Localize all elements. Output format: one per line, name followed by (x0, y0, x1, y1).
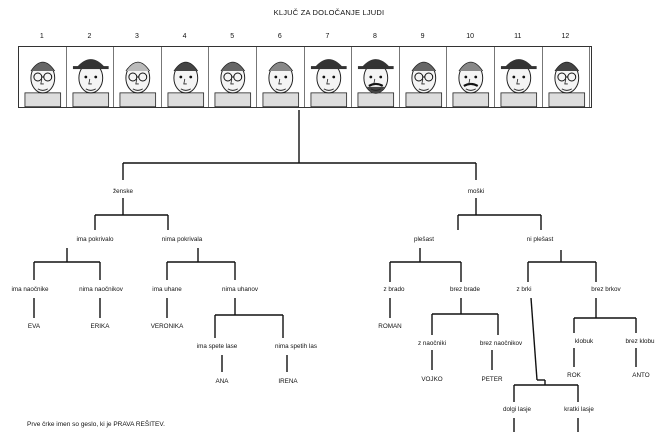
node-brez-naocnikov: brez naočnikov (479, 340, 523, 347)
portrait-strip (18, 46, 592, 108)
man-with-glasses-icon (209, 47, 257, 107)
node-nima-pokrivala: nima pokrivala (161, 236, 203, 243)
curly-haired-woman-icon (162, 47, 210, 107)
node-zenske: ženske (113, 188, 133, 195)
node-dolgi-lasje: dolgi lasje (502, 406, 532, 413)
node-klobuk: klobuk (574, 338, 594, 345)
leaf-rok: ROK (567, 372, 581, 379)
leaf-ana: ANA (215, 378, 229, 385)
node-kratki-lasje: kratki lasje (564, 406, 594, 413)
portrait-number: 5 (230, 33, 235, 40)
portrait-number: 10 (466, 33, 475, 40)
leaf-roman: ROMAN (378, 323, 402, 330)
node-ni-plesast: ni plešast (526, 236, 554, 243)
node-ima-uhane: ima uhane (152, 286, 182, 293)
portrait-number: 6 (277, 33, 282, 40)
node-brez-brkov: brez brkov (591, 286, 621, 293)
node-z-brado: z brado (383, 286, 405, 293)
node-moski: moški (467, 188, 485, 195)
portrait-number: 3 (135, 33, 139, 40)
bald-man-glasses-icon (543, 47, 591, 107)
man-with-hat-icon (67, 47, 115, 107)
leaf-erika: ERIKA (90, 323, 110, 330)
node-brez-brade: brez brade (449, 286, 481, 293)
page-title: KLJUČ ZA DOLOČANJE LJUDI (273, 8, 385, 17)
old-man-glasses-icon (19, 47, 67, 107)
portrait-number: 2 (87, 33, 92, 40)
portrait-number: 4 (182, 33, 187, 40)
node-plesast: plešast (414, 236, 434, 243)
blonde-woman-glasses-icon (114, 47, 162, 107)
portrait-number: 12 (561, 33, 570, 40)
portrait-number: 8 (373, 33, 377, 40)
node-ima-naocnike: ima naočnike (11, 286, 49, 293)
leaf-peter: PETER (481, 376, 503, 383)
woman-with-hat-icon (495, 47, 543, 107)
man-mustache-icon (447, 47, 495, 107)
node-ima-pokrivalo: ima pokrivalo (76, 236, 114, 243)
footer-note: Prve črke imen so geslo, ki je PRAVA REŠ… (27, 421, 165, 428)
bearded-man-cap-icon (352, 47, 400, 107)
node-nima-naocnikov: nima naočnikov (79, 286, 123, 293)
portrait-number: 11 (514, 33, 522, 40)
leaf-vojko: VOJKO (421, 376, 443, 383)
portrait-number: 1 (39, 33, 44, 40)
leaf-veronika: VERONIKA (150, 323, 184, 330)
portrait-number: 7 (325, 33, 330, 40)
bald-man-icon (257, 47, 305, 107)
woman-with-beret-icon (305, 47, 353, 107)
old-woman-glasses-icon (400, 47, 448, 107)
node-ima-spete-lase: ima spete lase (196, 343, 238, 350)
node-nima-uhanov: nima uhanov (221, 286, 259, 293)
leaf-anton: ANTO (632, 372, 650, 379)
leaf-eva: EVA (27, 323, 41, 330)
node-nima-spetih-las: nima spetih las (275, 343, 317, 350)
node-brez-klobuka: brez klobu (625, 338, 655, 345)
node-z-brki: z brki (516, 286, 532, 293)
node-z-naocniki: z naočniki (417, 340, 447, 347)
leaf-irena: IRENA (278, 378, 298, 385)
portrait-number: 9 (420, 33, 425, 40)
